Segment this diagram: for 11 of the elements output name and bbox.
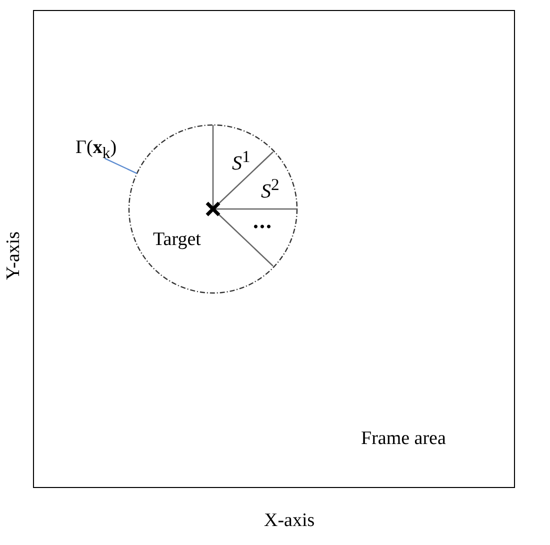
frame-area-box — [33, 10, 515, 488]
leader-line — [104, 158, 138, 174]
sector-label: S$^{1}$ — [232, 147, 250, 176]
coverage-circle — [126, 122, 298, 294]
area-label: Frame area — [361, 428, 446, 450]
circle-label: Γ(x$_{k}$) — [76, 136, 117, 162]
axis-title: X-axis — [264, 510, 315, 532]
ellipsis: ... — [253, 208, 272, 234]
sector-label: S$^{2}$ — [261, 175, 280, 204]
target-label: Target — [153, 229, 201, 251]
axis-title: Y-axis — [3, 231, 25, 280]
